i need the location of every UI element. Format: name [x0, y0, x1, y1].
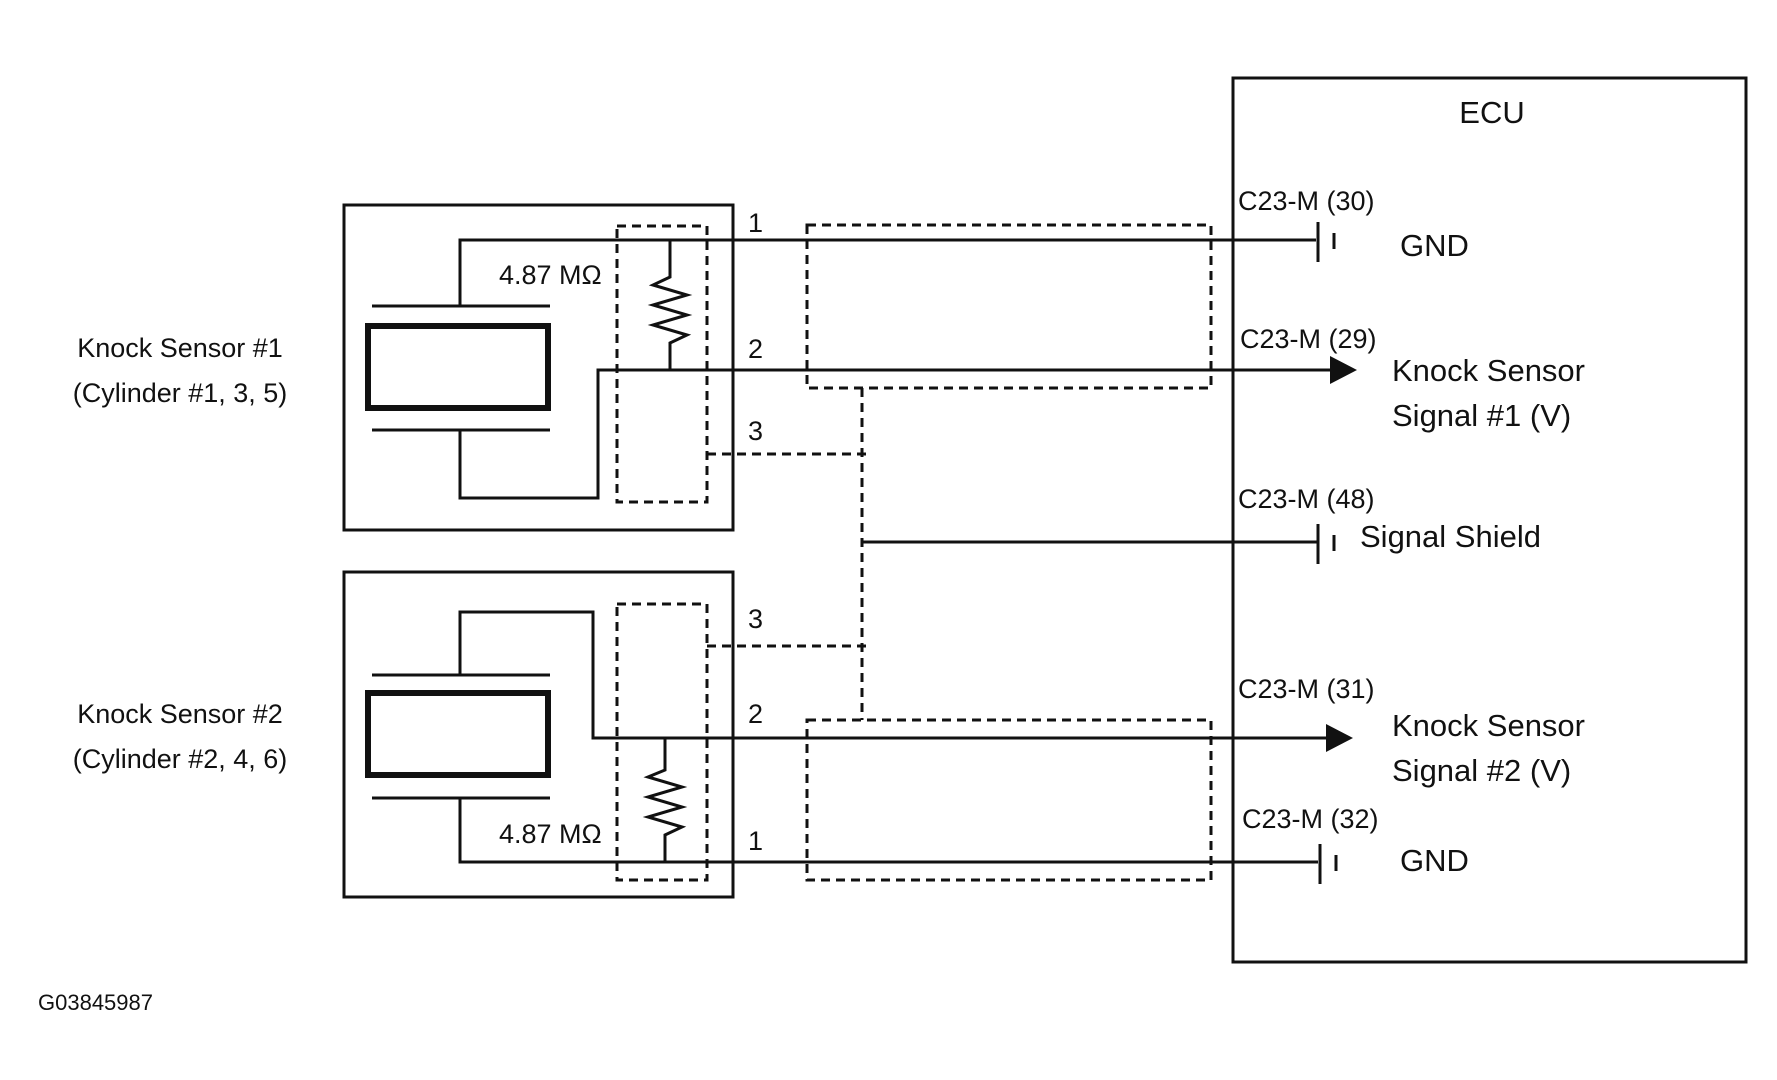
sensor-1-resistance: 4.87 MΩ — [499, 260, 602, 290]
terminal-30-func: GND — [1400, 228, 1469, 263]
sensor-1-piezo-element — [365, 323, 551, 411]
sensor-1-name: Knock Sensor #1 — [77, 333, 283, 363]
signal-1-arrow-icon — [1330, 356, 1357, 384]
terminal-31-func-line2: Signal #2 (V) — [1392, 753, 1571, 788]
terminal-32-func: GND — [1400, 843, 1469, 878]
ground-symbol-32-icon — [1318, 844, 1338, 884]
terminal-29-func-line2: Signal #1 (V) — [1392, 398, 1571, 433]
sensor-2-pin-1: 1 — [748, 826, 763, 856]
ecu-box — [1231, 76, 1748, 964]
sensor-1-housing — [342, 203, 735, 532]
sensor-2-name: Knock Sensor #2 — [77, 699, 283, 729]
sensor-2-housing — [342, 570, 735, 899]
sensor-2-internal-shield — [615, 602, 709, 882]
knock-sensor-2: 4.87 MΩ 3 2 1 — [342, 570, 810, 899]
signal-2-arrow-icon — [1326, 724, 1353, 752]
terminal-31-func-line1: Knock Sensor — [1392, 708, 1585, 743]
sensor-1-internal-shield — [615, 224, 709, 504]
terminal-48-func: Signal Shield — [1360, 519, 1541, 554]
sensor-2-resistor — [642, 738, 688, 862]
sensor-2-cylinders: (Cylinder #2, 4, 6) — [73, 744, 288, 774]
terminal-30-pin: C23-M (30) — [1238, 186, 1375, 216]
sensor-2-piezo-element — [365, 690, 551, 778]
knock-sensor-1: 4.87 MΩ 1 2 3 — [342, 203, 810, 532]
figure-id: G03845987 — [38, 990, 153, 1015]
sensor-2-pin-2: 2 — [748, 699, 763, 729]
ecu-title: ECU — [1459, 95, 1524, 130]
sensor-1-lead-top — [458, 238, 810, 306]
terminal-29-func-line1: Knock Sensor — [1392, 353, 1585, 388]
harness-shield-2 — [805, 718, 1213, 882]
sensor-1-pin-3: 3 — [748, 416, 763, 446]
sensor-1-resistor — [647, 240, 693, 370]
ground-symbol-30-icon — [1316, 222, 1336, 262]
terminal-29-pin: C23-M (29) — [1240, 324, 1377, 354]
terminal-31-pin: C23-M (31) — [1238, 674, 1375, 704]
sensor-2-resistance: 4.87 MΩ — [499, 819, 602, 849]
sensor-1-cylinders: (Cylinder #1, 3, 5) — [73, 378, 288, 408]
sensor-1-pin-1: 1 — [748, 208, 763, 238]
sensor-1-pin-2: 2 — [748, 334, 763, 364]
sensor-2-lead-bottom — [458, 798, 810, 864]
terminal-48-pin: C23-M (48) — [1238, 484, 1375, 514]
ground-symbol-48-icon — [1316, 524, 1336, 564]
harness-shield-1 — [805, 223, 1213, 390]
terminal-32-pin: C23-M (32) — [1242, 804, 1379, 834]
sensor-2-pin-3: 3 — [748, 604, 763, 634]
